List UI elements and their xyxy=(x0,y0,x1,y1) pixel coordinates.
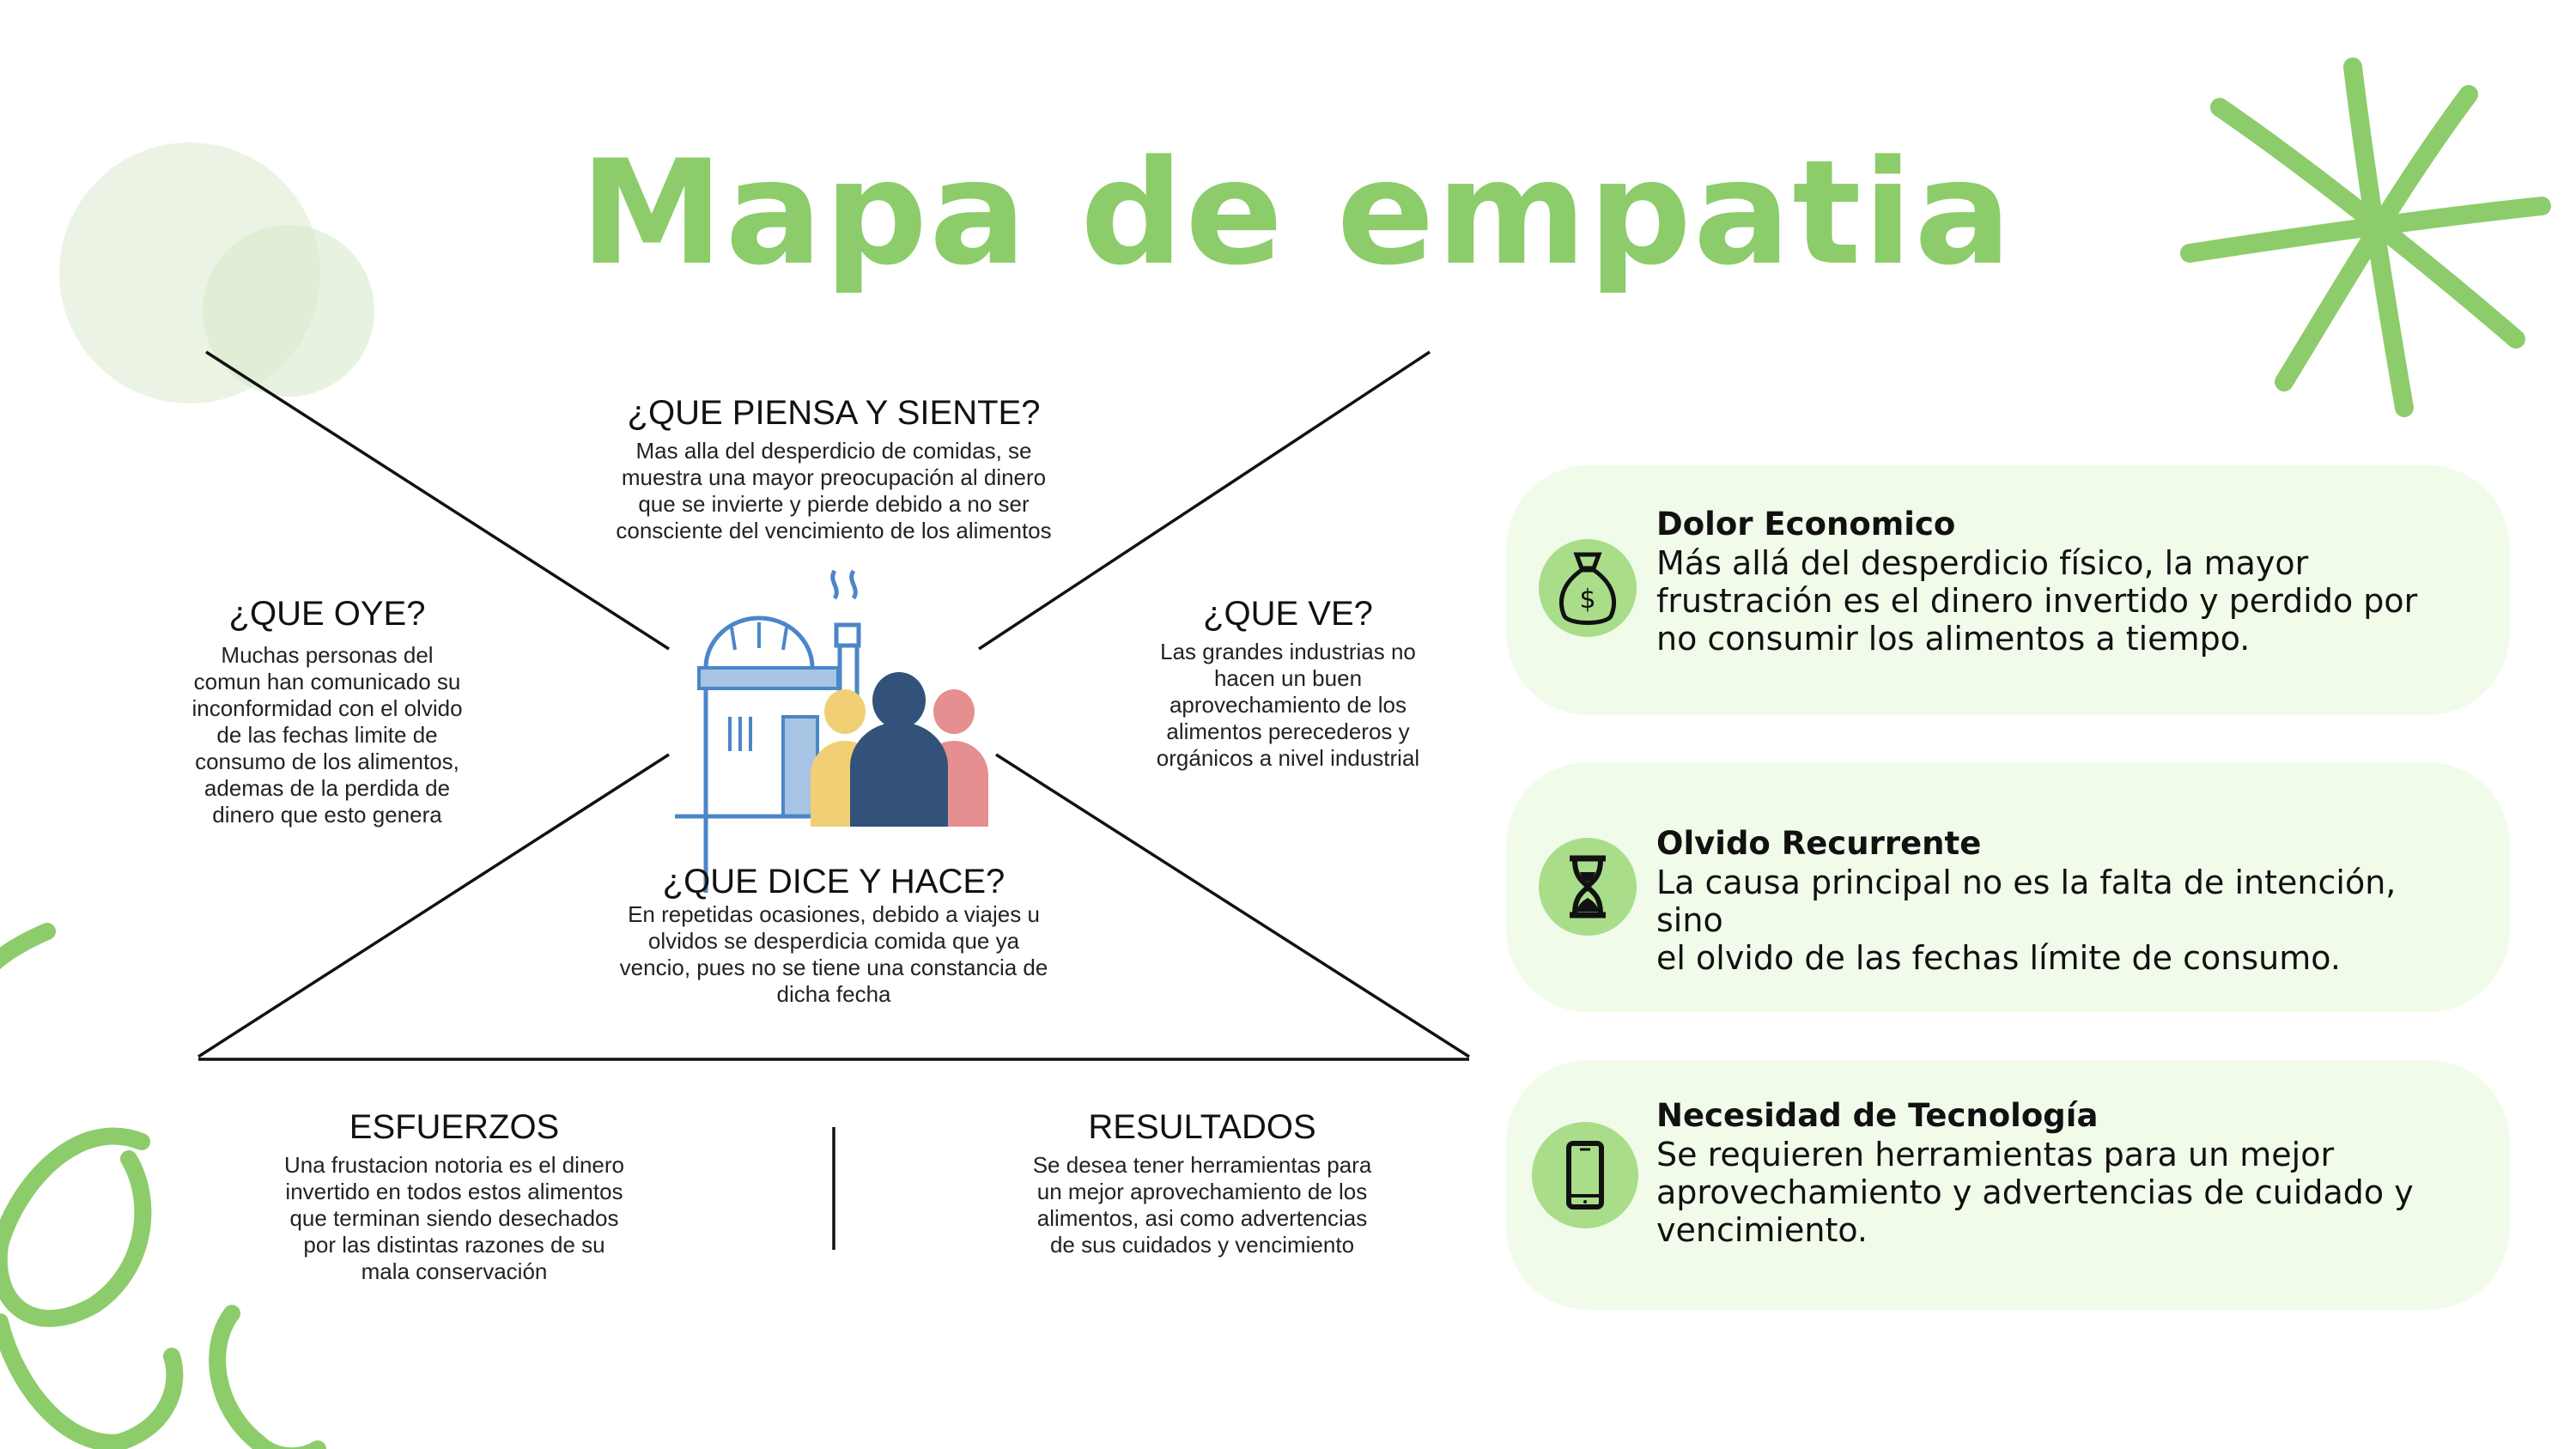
card-necesidad-tecnologia: Necesidad de Tecnología Se requieren her… xyxy=(1506,1060,2510,1310)
card-olvido-recurrente: Olvido Recurrente La causa principal no … xyxy=(1506,762,2510,1012)
curly-decoration xyxy=(0,923,326,1449)
money-bag-icon: $ xyxy=(1539,539,1637,637)
card-text: Dolor Economico Más allá del desperdicio… xyxy=(1656,505,2458,658)
section-dice-y-hace: ¿QUE DICE Y HACE? En repetidas ocasiones… xyxy=(620,862,1048,1008)
section-heading: ¿QUE VE? xyxy=(1203,595,1373,633)
card-body: La causa principal no es la falta de int… xyxy=(1656,864,2397,977)
asterisk-decoration xyxy=(2180,58,2551,417)
diagram-lines xyxy=(197,350,1470,1250)
section-heading: ESFUERZOS xyxy=(349,1108,560,1146)
smartphone-icon xyxy=(1532,1122,1638,1228)
card-body: Más allá del desperdicio físico, la mayo… xyxy=(1656,544,2418,658)
card-text: Olvido Recurrente La causa principal no … xyxy=(1656,824,2458,977)
decor-circle xyxy=(203,225,374,397)
section-body: En repetidas ocasiones, debido a viajes … xyxy=(619,901,1048,1007)
hourglass-icon xyxy=(1539,838,1637,936)
section-heading: RESULTADOS xyxy=(1088,1108,1316,1146)
section-resultados: RESULTADOS Se desea tener herramientas p… xyxy=(1033,1107,1372,1258)
card-text: Necesidad de Tecnología Se requieren her… xyxy=(1656,1096,2458,1249)
factory-people-illustration xyxy=(675,569,988,893)
section-piensa-y-siente: ¿QUE PIENSA Y SIENTE? Mas alla del despe… xyxy=(616,393,1051,544)
section-esfuerzos: ESFUERZOS Una frustacion notoria es el d… xyxy=(284,1107,624,1285)
card-dolor-economico: $ Dolor Economico Más allá del desperdic… xyxy=(1506,465,2510,715)
section-heading: ¿QUE OYE? xyxy=(228,595,426,633)
card-title: Necesidad de Tecnología xyxy=(1656,1097,2099,1134)
card-title: Dolor Economico xyxy=(1656,506,1956,543)
svg-text:$: $ xyxy=(1579,585,1595,615)
section-heading: ¿QUE DICE Y HACE? xyxy=(662,863,1005,900)
page-title: Mapa de empatia xyxy=(580,129,2014,297)
section-heading: ¿QUE PIENSA Y SIENTE? xyxy=(627,394,1041,432)
card-title: Olvido Recurrente xyxy=(1656,825,1982,862)
